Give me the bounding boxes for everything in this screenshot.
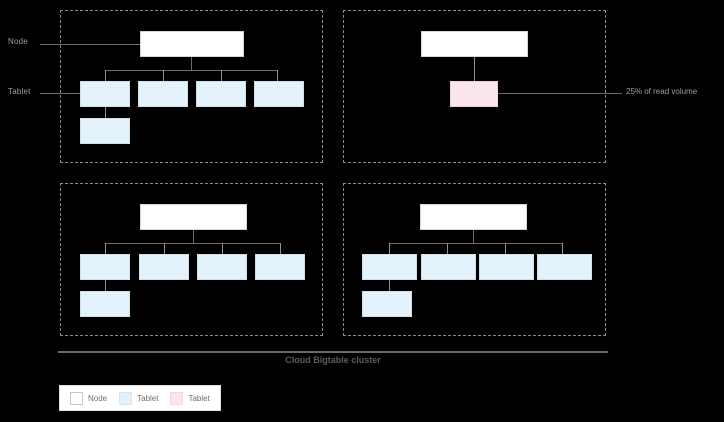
tablet-box-bottom-left-3: [197, 254, 247, 280]
tablet-drop-top-left-2: [163, 70, 164, 81]
tablet-box-bottom-right-2: [421, 254, 476, 280]
cluster-caption: Cloud Bigtable cluster: [285, 355, 381, 365]
tablet-box-bottom-right-5: [362, 291, 412, 317]
tablet-box-top-left-2: [138, 81, 188, 107]
tablet-drop-bottom-right-2: [447, 243, 448, 254]
tablet-drop-bottom-left-5: [105, 280, 106, 291]
tablet-bus-top-left: [105, 70, 277, 71]
legend-item-hot-tablet: Tablet: [170, 391, 210, 405]
legend-swatch-hot-tablet: [170, 391, 184, 405]
tablet-box-bottom-left-5: [80, 291, 130, 317]
node-trunk-bottom-left: [193, 230, 194, 244]
node-group-top-right: [343, 10, 606, 163]
hot-tablet-box-top-right: [450, 81, 498, 107]
tablet-drop-bottom-right-3: [505, 243, 506, 254]
legend-label-node: Node: [88, 393, 108, 403]
cluster-divider-rule: [58, 351, 608, 353]
tablet-box-bottom-right-3: [479, 254, 534, 280]
callout-label-read-volume: 25% of read volume: [626, 87, 698, 96]
tablet-box-bottom-left-2: [139, 254, 189, 280]
side-label-tablet: Tablet: [8, 87, 31, 96]
node-group-top-left: [60, 10, 323, 163]
tablet-drop-top-left-5: [105, 107, 106, 118]
tablet-drop-bottom-left-2: [164, 243, 165, 254]
tablet-box-top-left-4: [254, 81, 304, 107]
tablet-box-bottom-left-1: [80, 254, 130, 280]
node-label-leader-line: [40, 44, 140, 45]
node-box-bottom-right: [420, 204, 527, 230]
legend-item-node: Node: [70, 391, 108, 405]
tablet-box-top-left-3: [196, 81, 246, 107]
tablet-drop-bottom-left-4: [280, 243, 281, 254]
node-trunk-top-left: [191, 57, 192, 71]
node-box-top-left: [140, 31, 244, 57]
tablet-box-bottom-right-4: [537, 254, 592, 280]
tablet-drop-top-left-3: [221, 70, 222, 81]
tablet-bus-bottom-left: [105, 243, 280, 244]
side-label-node: Node: [8, 37, 28, 46]
callout-leader-line: [498, 93, 622, 94]
tablet-drop-bottom-right-5: [389, 280, 390, 291]
tablet-bus-bottom-right: [389, 243, 562, 244]
tablet-drop-bottom-right-1: [389, 243, 390, 254]
tablet-drop-bottom-left-1: [105, 243, 106, 254]
node-box-top-right: [421, 31, 528, 57]
legend-label-tablet: Tablet: [137, 393, 159, 403]
tablet-box-bottom-left-4: [255, 254, 305, 280]
tablet-drop-bottom-left-3: [222, 243, 223, 254]
node-group-bottom-right: [343, 183, 606, 336]
legend-label-hot-tablet: Tablet: [188, 393, 210, 403]
node-box-bottom-left: [140, 204, 247, 230]
node-group-bottom-left: [60, 183, 323, 336]
tablet-box-top-left-1: [80, 81, 130, 107]
tablet-drop-bottom-right-4: [562, 243, 563, 254]
tablet-box-top-left-5: [80, 118, 130, 144]
legend-swatch-node: [70, 391, 83, 405]
tablet-drop-top-left-4: [277, 70, 278, 81]
tablet-drop-top-left-1: [105, 70, 106, 81]
legend-item-tablet: Tablet: [119, 391, 159, 405]
node-trunk-top-right: [474, 57, 475, 81]
node-trunk-bottom-right: [473, 230, 474, 244]
tablet-box-bottom-right-1: [362, 254, 417, 280]
legend-swatch-tablet: [119, 391, 133, 405]
legend: Node Tablet Tablet: [59, 385, 221, 411]
